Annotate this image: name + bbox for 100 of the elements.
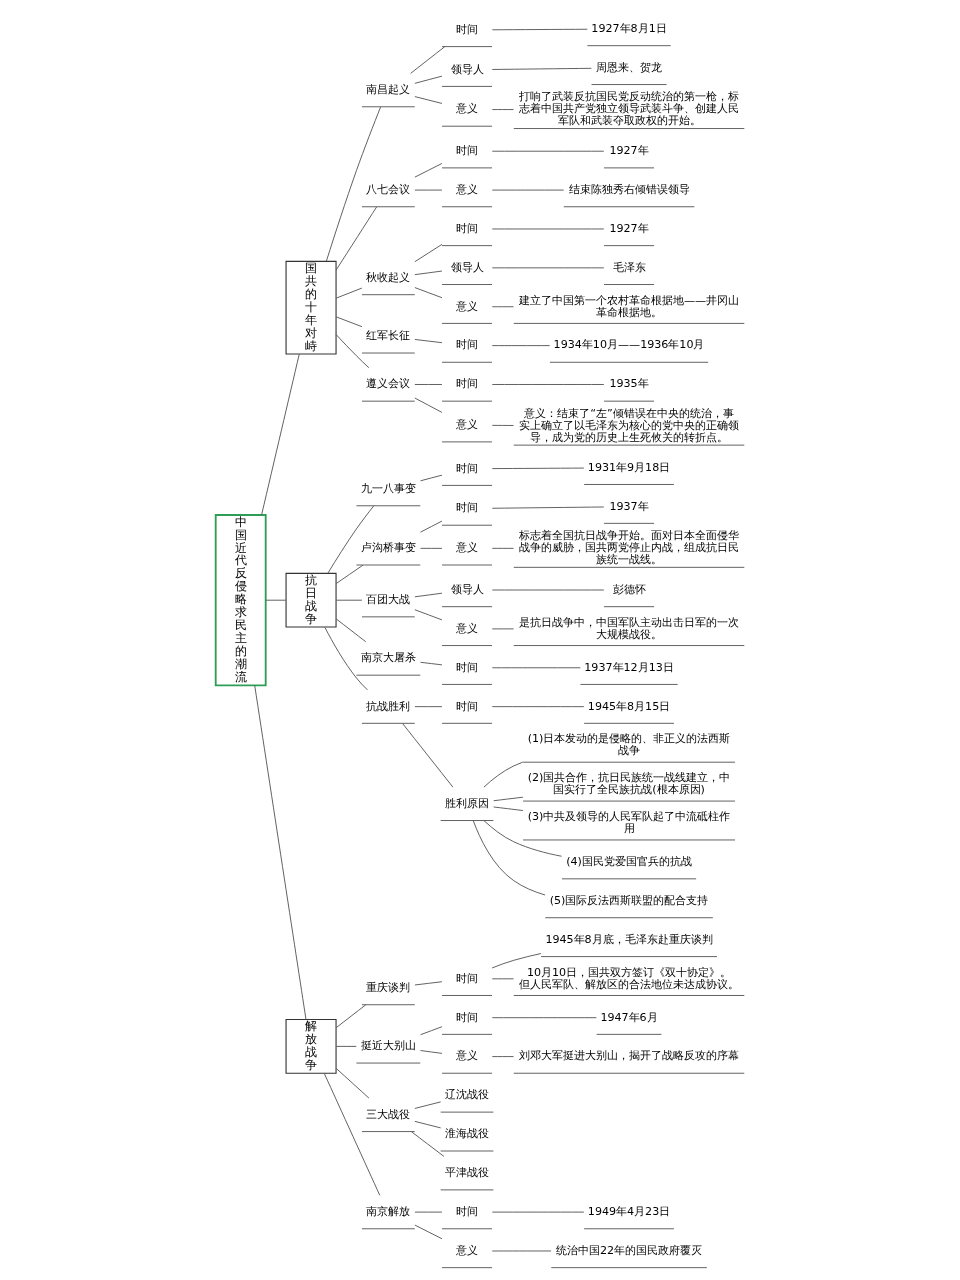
connector <box>491 467 585 470</box>
connector <box>410 46 446 74</box>
node-text: 领导人 <box>450 260 484 274</box>
connector <box>324 626 368 691</box>
node-text: 时间 <box>456 971 479 985</box>
connector <box>335 1068 370 1099</box>
connector <box>414 609 443 621</box>
node-text: 百团大战 <box>366 593 411 607</box>
connector <box>491 547 514 549</box>
node-text: 时间 <box>456 377 479 391</box>
node-box: 解放战争 <box>285 1019 337 1074</box>
node-text: 意义 <box>456 541 479 555</box>
node-text: 意义 <box>456 182 479 196</box>
connector <box>491 1056 514 1058</box>
node-text: 毛泽东 <box>612 260 646 274</box>
connector <box>420 661 443 666</box>
connector <box>420 520 443 533</box>
connector <box>414 270 443 276</box>
connector <box>491 706 585 708</box>
node-text: 1949年4月23日 <box>587 1204 671 1218</box>
node-text: 红军长征 <box>366 329 411 343</box>
connector <box>420 547 443 549</box>
node-text: 意义：结束了“左”倾错误在中央的统治，事实上确立了以毛泽东为核心的党中央的正确领导，成为党的历史上生死攸关的转折点。 <box>519 406 740 445</box>
connector <box>491 109 514 110</box>
node-text: 1937年12月13日 <box>584 660 674 674</box>
connector <box>414 75 443 84</box>
node-text: 领导人 <box>450 62 484 76</box>
connector <box>261 353 300 516</box>
node-text: 时间 <box>456 1010 479 1024</box>
connector <box>414 189 443 191</box>
node-text: 意义 <box>456 621 479 635</box>
node-text: 时间 <box>456 699 479 713</box>
node-text: 是抗日战争中，中国军队主动出击日军的一次大规模战役。 <box>519 615 740 641</box>
node-text: 平津战役 <box>445 1166 490 1180</box>
node-text: 1931年9月18日 <box>587 460 671 474</box>
connector <box>414 1211 443 1213</box>
connector <box>420 1026 443 1036</box>
connector <box>414 397 443 413</box>
node-text: 三大战役 <box>366 1107 411 1121</box>
node-text: 时间 <box>456 144 479 158</box>
node-text: 辽沈战役 <box>445 1088 490 1102</box>
connector <box>491 28 588 31</box>
connector <box>323 1072 381 1196</box>
node-text: 1927年8月1日 <box>591 21 667 35</box>
connector <box>491 978 514 980</box>
connector <box>491 150 605 152</box>
connector <box>491 384 605 385</box>
node-text: 抗战胜利 <box>366 699 411 713</box>
node-text: 时间 <box>456 461 479 475</box>
connector <box>491 306 514 308</box>
connector <box>414 1120 442 1129</box>
connector <box>414 1224 443 1240</box>
connector <box>491 228 605 230</box>
node-text: 卢沟桥事变 <box>360 541 416 555</box>
connector <box>327 505 375 574</box>
connector <box>491 189 565 191</box>
node-text: 时间 <box>456 660 479 674</box>
connector <box>491 667 581 669</box>
connector <box>491 1211 585 1213</box>
node-text: 建立了中国第一个农村革命根据地——井冈山革命根据地。 <box>518 293 740 319</box>
connector <box>414 981 443 986</box>
node-text: 1937年 <box>609 499 649 513</box>
connector <box>491 67 592 70</box>
connector <box>411 1131 445 1157</box>
connector <box>491 424 514 426</box>
node-text: 统治中国22年的国民政府覆灭 <box>555 1243 703 1257</box>
connector <box>491 628 514 630</box>
connector <box>414 96 443 104</box>
connector <box>493 806 524 811</box>
connector <box>483 761 524 788</box>
node-text: 领导人 <box>450 582 484 596</box>
connector <box>491 506 605 509</box>
connector <box>335 1045 357 1047</box>
connector <box>325 106 382 262</box>
node-text: 1945年8月底，毛泽东赴重庆谈判 <box>545 932 713 946</box>
node-text: 挺近大别山 <box>360 1039 416 1053</box>
node-text: 结束陈独秀右倾错误领导 <box>568 182 690 196</box>
node-text: 胜利原因 <box>445 796 490 810</box>
connector <box>414 1101 442 1109</box>
connector <box>335 334 370 369</box>
node-text: (5)国际反法西斯联盟的配合支持 <box>549 893 709 907</box>
node-text: 标志着全国抗日战争开始。面对日本全面侵华战争的威胁，国共两党停止内战，组成抗日民族统一战线。 <box>519 529 740 567</box>
node-text: 八七会议 <box>366 182 411 196</box>
node-text: 淮海战役 <box>445 1127 490 1141</box>
connector <box>472 820 546 896</box>
connector <box>335 1004 367 1029</box>
connector <box>491 267 605 269</box>
connector <box>414 162 443 178</box>
node-text: 意义 <box>456 1049 479 1063</box>
connector <box>491 1017 597 1019</box>
connector <box>420 474 443 482</box>
connector <box>335 287 363 299</box>
connector <box>414 243 443 263</box>
node-text: 10月10日，国共双方签订《双十协定》。但人民军队、解放区的合法地位未达成协议。 <box>519 965 740 991</box>
node-text: 1927年 <box>609 144 649 158</box>
connector <box>414 592 443 598</box>
node-text: 时间 <box>456 221 479 235</box>
node-text: 周恩来、贺龙 <box>596 60 663 74</box>
node-text: 1947年6月 <box>600 1010 658 1024</box>
node-text: (4)国民党爱国官兵的抗战 <box>566 855 692 869</box>
